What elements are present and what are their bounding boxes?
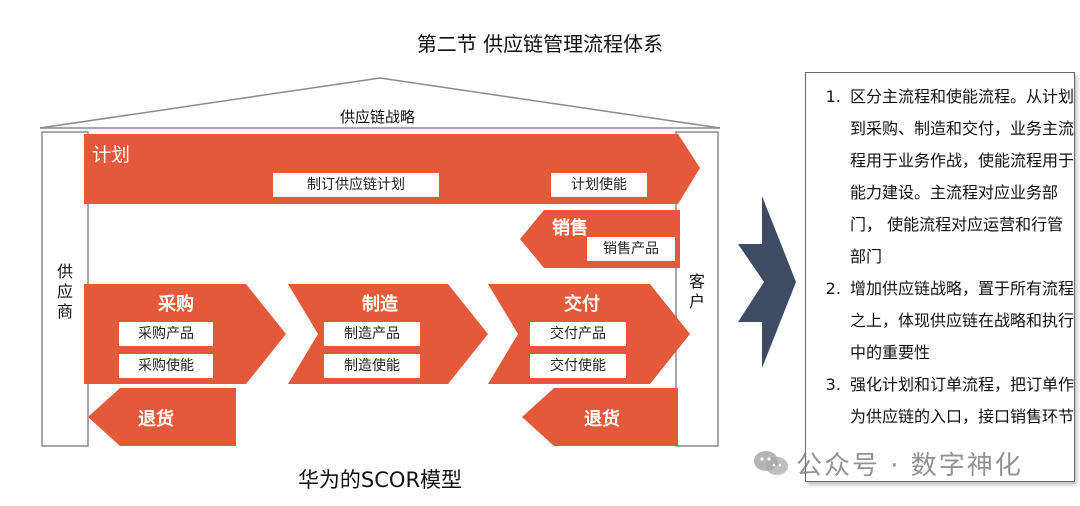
plan-arrow [84,134,700,204]
make-box-enable: 制造使能 [324,354,420,378]
return-left-arrow [88,388,236,446]
notes-panel: 区分主流程和使能流程。从计划到采购、制造和交付，业务主流程用于业务作战，使能流程… [805,72,1075,482]
note-item: 增加供应链战略，置于所有流程之上，体现供应链在战略和执行中的重要性 [846,273,1074,369]
make-box-products: 制造产品 [324,322,420,346]
return-right-label: 退货 [584,409,620,430]
deliver-heading: 交付 [564,294,600,315]
plan-box-plan-enable: 计划使能 [551,173,647,197]
procure-box-products: 采购产品 [119,322,213,346]
customer-label: 客户 [688,272,705,311]
sales-heading: 销售 [552,218,588,239]
note-item: 区分主流程和使能流程。从计划到采购、制造和交付，业务主流程用于业务作战，使能流程… [846,81,1074,273]
notes-list: 区分主流程和使能流程。从计划到采购、制造和交付，业务主流程用于业务作战，使能流程… [806,81,1074,433]
make-heading: 制造 [362,294,398,315]
wechat-icon [754,451,788,475]
plan-heading: 计划 [92,144,131,166]
page-title: 第二节 供应链管理流程体系 [416,32,664,56]
note-item: 强化计划和订单流程，把订单作为供应链的入口，接口销售环节 [846,369,1074,433]
big-dark-arrow [738,196,796,368]
deliver-box-enable: 交付使能 [530,354,626,378]
procure-box-enable: 采购使能 [119,354,213,378]
deliver-box-products: 交付产品 [530,322,626,346]
right-wall [675,131,719,447]
diagram-caption: 华为的SCOR模型 [297,468,463,492]
plan-box-supply-chain-plan: 制订供应链计划 [273,173,439,197]
roof-outline [39,77,721,129]
supplier-label: 供应商 [56,262,73,321]
strategy-label: 供应链战略 [340,108,416,126]
procure-heading: 采购 [158,294,194,315]
return-left-label: 退货 [138,409,174,430]
sales-box-products: 销售产品 [587,237,675,261]
watermark-text: 公众号 · 数字神化 [796,451,1023,481]
return-right-arrow [522,388,678,446]
